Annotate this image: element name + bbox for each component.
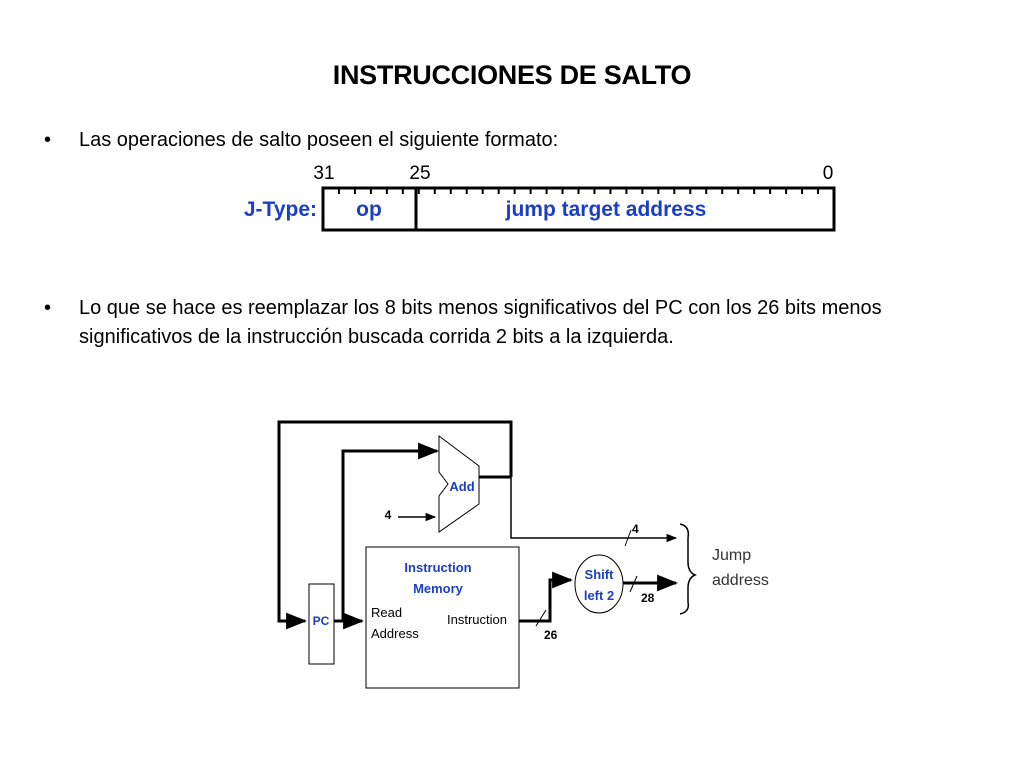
bus-width-28: 28 (641, 591, 655, 605)
field-jump-target: jump target address (505, 198, 707, 221)
adder-constant: 4 (385, 508, 392, 522)
shift-left-2-unit (574, 554, 624, 614)
bit-31-label: 31 (313, 163, 334, 184)
bullet-marker: • (44, 129, 52, 151)
bus-width-26: 26 (544, 628, 558, 642)
memory-title-1: Instruction (404, 560, 471, 575)
address-label: Address (371, 626, 419, 641)
bullet-description: • Lo que se hace es reemplazar los 8 bit… (44, 294, 944, 354)
field-op: op (356, 198, 382, 221)
bus-width-4: 4 (632, 522, 639, 536)
read-label: Read (371, 605, 402, 620)
pc-register (308, 583, 335, 665)
adder-alu (438, 435, 480, 533)
instruction-output-label: Instruction (447, 612, 507, 627)
jump-address-label-1: Jump (712, 547, 751, 564)
bit-tick-marks (337, 188, 820, 194)
jtype-format-diagram: J-Type: 31 25 0 op jump target address (244, 163, 836, 232)
bit-0-label: 0 (823, 163, 834, 184)
bullet-marker: • (44, 297, 52, 319)
bullet-text: Las operaciones de salto poseen el sigui… (79, 129, 559, 151)
shift-label-1: Shift (585, 567, 615, 582)
adder-label: Add (449, 479, 474, 494)
instruction-word-box (321, 186, 836, 232)
jump-datapath-diagram: PC Instruction Memory Read Address Instr… (277, 420, 769, 689)
datapath-wires (277, 420, 697, 630)
bullet-text: Lo que se hace es reemplazar los 8 bits … (79, 297, 882, 348)
slide-title: INSTRUCCIONES DE SALTO (332, 60, 692, 90)
pc-label: PC (313, 614, 330, 628)
memory-title-2: Memory (413, 581, 464, 596)
jump-address-label-2: address (712, 572, 769, 589)
instruction-memory (365, 546, 520, 689)
bullet-format: • Las operaciones de salto poseen el sig… (44, 126, 944, 156)
jtype-label: J-Type: (244, 198, 317, 221)
shift-label-2: left 2 (584, 588, 614, 603)
bit-25-label: 25 (409, 163, 430, 184)
